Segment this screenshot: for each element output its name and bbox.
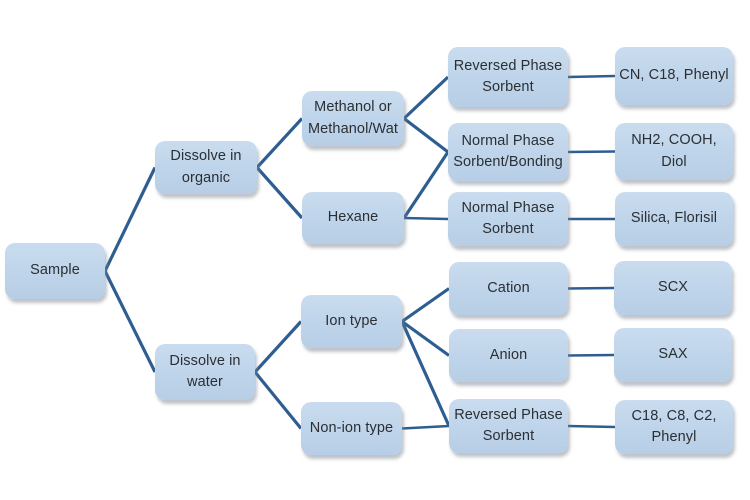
node-anion: Anion: [449, 329, 568, 382]
node-label-cation: Cation: [487, 279, 530, 296]
node-label-sample: Sample: [30, 262, 80, 279]
node-reversed-phase-1: Reversed Phase Sorbent: [448, 47, 568, 107]
edge-ion-type-reversed-phase-2: [400, 320, 451, 427]
node-label-nh2-cooh-diol: NH2, COOH, Diol: [631, 132, 717, 170]
node-sax: SAX: [614, 328, 732, 382]
node-label-reversed-phase-1: Reversed Phase Sorbent: [453, 57, 563, 96]
node-sample: Sample: [5, 243, 105, 299]
edge-methanol-reversed-phase-1: [402, 75, 450, 120]
node-label-anion: Anion: [489, 346, 528, 363]
edge-hexane-normal-phase-bonding: [402, 151, 450, 219]
node-scx: SCX: [614, 261, 732, 315]
edge-cation-scx: [567, 286, 615, 290]
edge-sample-dissolve-organic: [103, 166, 157, 272]
edge-dissolve-water-non-ion-type: [253, 370, 303, 430]
node-label-methanol: Methanol or Methanol/Wat: [307, 99, 399, 137]
edge-methanol-normal-phase-bonding: [403, 117, 449, 154]
node-label-sax: SAX: [658, 346, 688, 363]
node-label-normal-phase: Normal Phase Sorbent: [461, 199, 555, 238]
edge-dissolve-organic-hexane: [255, 166, 304, 220]
node-nh2-cooh-diol: NH2, COOH, Diol: [615, 123, 733, 180]
node-ion-type: Ion type: [301, 295, 402, 348]
node-normal-phase-bonding: Normal Phase Sorbent/Bonding: [448, 123, 568, 181]
edge-reversed-phase-2-c18-c8-c2-phenyl: [567, 424, 616, 429]
node-dissolve-water: Dissolve in water: [155, 344, 255, 400]
node-label-c18-c8-c2-phenyl: C18, C8, C2, Phenyl: [631, 407, 717, 446]
node-reversed-phase-2: Reversed Phase Sorbent: [449, 399, 568, 453]
edge-hexane-normal-phase: [403, 216, 449, 221]
edge-sample-dissolve-water: [103, 270, 157, 373]
edge-non-ion-type-reversed-phase-2: [401, 424, 450, 430]
node-label-dissolve-organic: Dissolve in organic: [170, 148, 242, 186]
edge-dissolve-organic-methanol: [255, 117, 304, 169]
node-label-scx: SCX: [657, 279, 689, 296]
edge-ion-type-anion: [401, 320, 450, 357]
node-label-normal-phase-bonding: Normal Phase Sorbent/Bonding: [453, 132, 563, 171]
node-cation: Cation: [449, 262, 568, 315]
node-silica-florisil: Silica, Florisil: [615, 192, 733, 246]
node-hexane: Hexane: [302, 192, 404, 244]
node-label-reversed-phase-2: Reversed Phase Sorbent: [454, 406, 563, 445]
node-label-ion-type: Ion type: [325, 312, 378, 329]
node-label-hexane: Hexane: [327, 209, 379, 226]
node-label-non-ion-type: Non-ion type: [309, 419, 394, 436]
node-label-cn-c18-phenyl: CN, C18, Phenyl: [619, 67, 729, 84]
node-dissolve-organic: Dissolve in organic: [155, 141, 257, 194]
edge-ion-type-cation: [401, 287, 450, 323]
node-label-dissolve-water: Dissolve in water: [169, 352, 241, 391]
node-c18-c8-c2-phenyl: C18, C8, C2, Phenyl: [615, 400, 733, 454]
node-non-ion-type: Non-ion type: [301, 402, 402, 455]
edge-anion-sax: [567, 353, 615, 357]
node-cn-c18-phenyl: CN, C18, Phenyl: [615, 47, 733, 105]
edge-dissolve-water-ion-type: [253, 320, 303, 374]
node-label-silica-florisil: Silica, Florisil: [630, 210, 718, 227]
edge-normal-phase-bonding-nh2-cooh-diol: [567, 150, 616, 154]
node-normal-phase: Normal Phase Sorbent: [448, 192, 568, 246]
node-methanol: Methanol or Methanol/Wat: [302, 91, 404, 146]
edge-reversed-phase-1-cn-c18-phenyl: [567, 74, 616, 79]
